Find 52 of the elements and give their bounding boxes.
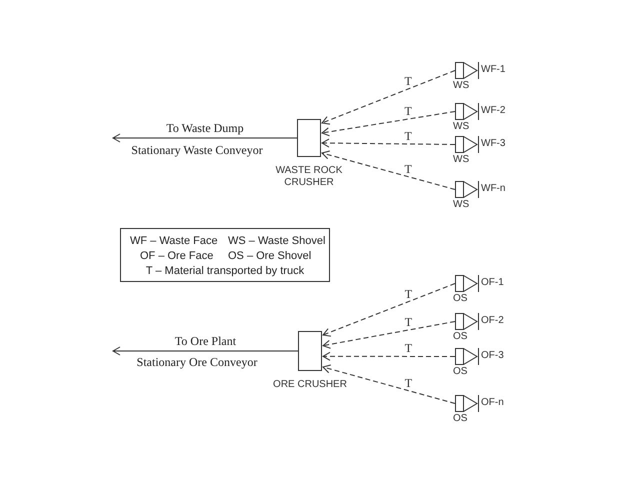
edge-label: To Ore Plant: [174, 334, 238, 348]
key-entry: WS – Waste Shovel: [228, 234, 326, 248]
edge-label: T: [403, 130, 413, 142]
key-box: [120, 228, 330, 282]
shovel-symbol: [455, 136, 479, 153]
shovel-symbol: [455, 348, 479, 365]
face-label: WF-n: [481, 183, 506, 195]
edge-label: T: [404, 316, 414, 328]
face-label: OF-n: [481, 397, 504, 409]
shovel-label: WS: [453, 199, 470, 211]
shovel-symbol: [455, 103, 479, 120]
face-label: WF-2: [481, 105, 506, 117]
shovel-label: OS: [453, 413, 468, 425]
shovel-label: OS: [453, 293, 468, 305]
face-label: WF-3: [481, 138, 506, 150]
face-label: WF-1: [481, 64, 506, 76]
crusher-box: [297, 119, 321, 157]
conveyor-arrow: [112, 134, 298, 142]
crusher-label: ORE CRUSHER: [273, 379, 347, 391]
shovel-symbol: [455, 395, 479, 412]
shovel-symbol: [455, 313, 479, 330]
key-entry: T – Material transported by truck: [144, 264, 306, 278]
shovel-label: WS: [453, 121, 470, 133]
dashed-arrow: [322, 138, 456, 148]
conveyor-arrow: [112, 346, 298, 356]
key-entry: WF – Waste Face: [130, 234, 219, 248]
shovel-symbol: [455, 275, 479, 292]
edge-label: T: [404, 376, 414, 389]
edge-label: To Waste Dump: [165, 121, 245, 135]
crusher-label: WASTE ROCK CRUSHER: [274, 165, 344, 189]
crusher-box: [298, 331, 322, 371]
shovel-symbol: [455, 62, 479, 79]
dashed-arrow: [322, 70, 456, 125]
edge-label: T: [403, 162, 413, 175]
conveyor-label: Stationary Ore Conveyor: [136, 355, 258, 369]
shovel-label: WS: [453, 154, 470, 166]
key-entry: OF – Ore Face: [140, 249, 214, 263]
shovel-symbol: [455, 181, 479, 198]
edge-label: T: [404, 342, 414, 354]
shovel-label: OS: [453, 331, 468, 343]
dashed-arrow: [322, 283, 456, 337]
conveyor-label: Stationary Waste Conveyor: [130, 143, 264, 157]
dashed-arrow: [322, 352, 456, 361]
face-label: OF-3: [481, 350, 504, 362]
face-label: OF-1: [481, 277, 504, 289]
key-entry: OS – Ore Shovel: [228, 249, 312, 263]
face-label: OF-2: [481, 315, 504, 327]
shovel-label: OS: [453, 366, 468, 378]
edge-label: T: [403, 105, 413, 118]
edge-label: T: [404, 288, 414, 300]
edge-label: T: [403, 74, 413, 87]
shovel-label: WS: [453, 80, 470, 92]
